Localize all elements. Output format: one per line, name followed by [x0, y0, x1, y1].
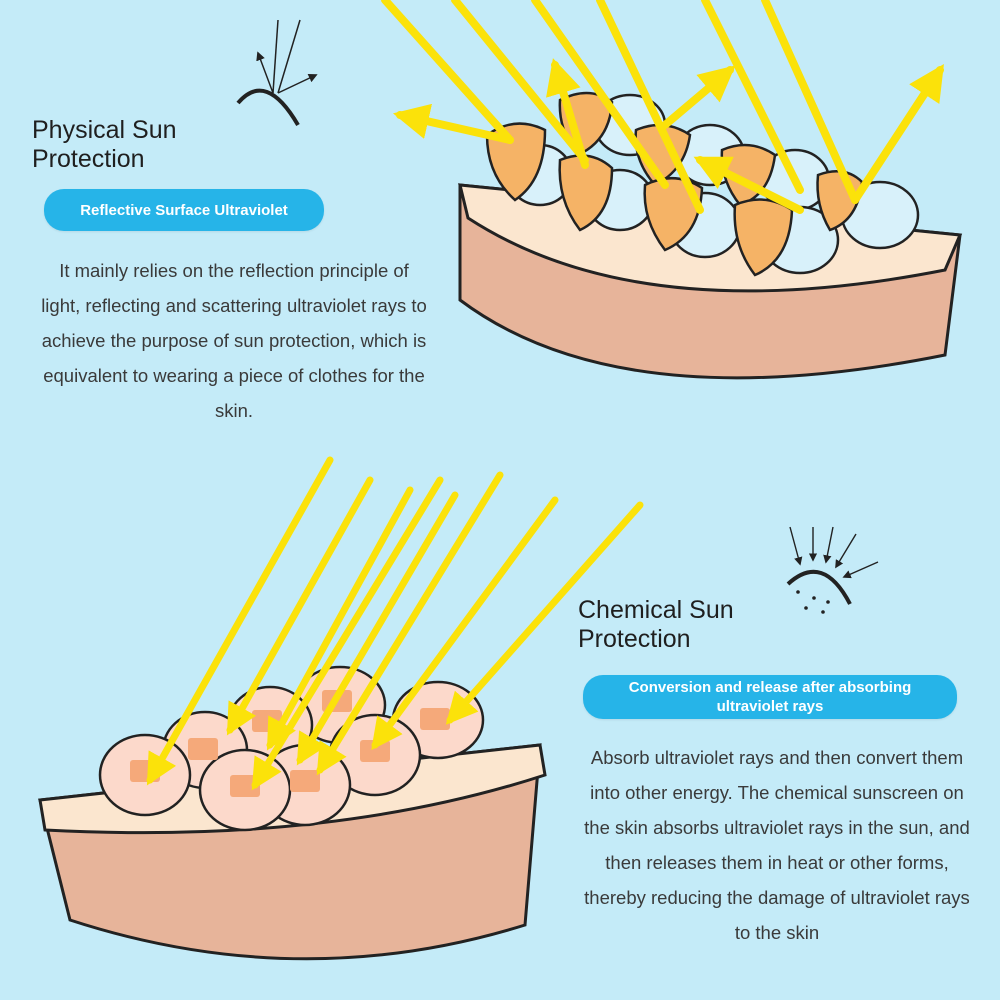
physical-title-line2: Protection — [32, 145, 145, 173]
absorption-dome-icon — [786, 526, 879, 614]
chemical-badge: Conversion and release after absorbing u… — [583, 675, 957, 719]
physical-cells — [485, 91, 920, 277]
chemical-title: Chemical Sun Protection — [578, 596, 734, 654]
chemical-title-line2: Protection — [578, 625, 691, 653]
physical-title: Physical Sun Protection — [32, 116, 177, 174]
chemical-title-line1: Chemical Sun — [578, 596, 734, 624]
physical-rays — [381, 0, 944, 214]
physical-description: It mainly relies on the reflection princ… — [41, 260, 427, 421]
chemical-rays — [146, 456, 644, 791]
chemical-description: Absorb ultraviolet rays and then convert… — [584, 747, 970, 943]
physical-badge: Reflective Surface Ultraviolet — [44, 189, 324, 231]
chemical-badge-label: Conversion and release after absorbing u… — [628, 679, 912, 715]
physical-badge-label: Reflective Surface Ultraviolet — [80, 201, 288, 219]
physical-title-line1: Physical Sun — [32, 116, 177, 144]
reflection-arc-icon — [236, 19, 318, 127]
